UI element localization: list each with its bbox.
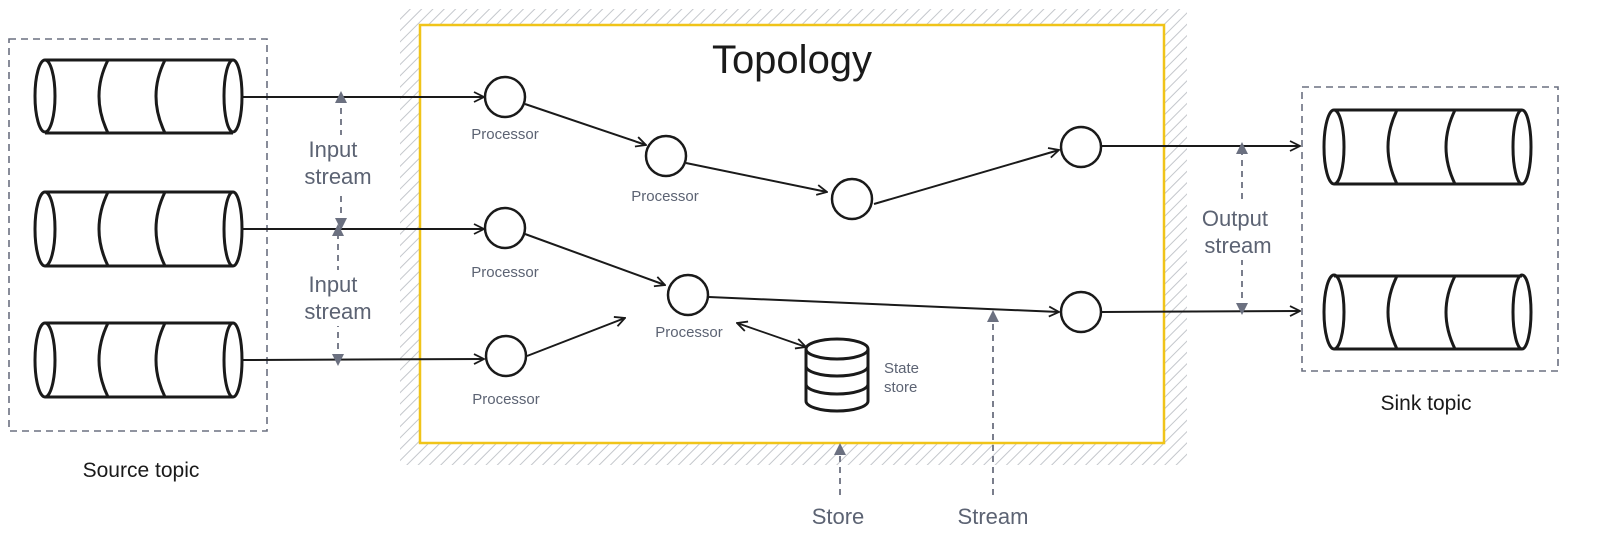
processor-node-3 xyxy=(484,334,528,378)
topology-title: Topology xyxy=(712,38,872,82)
processor-nodes xyxy=(483,75,1103,378)
input-stream-label-1-line-1: Input xyxy=(308,137,357,162)
processor-label-5: Processor xyxy=(655,324,723,341)
input-stream-label-2-line-2: stream xyxy=(304,299,371,324)
processor-label-1: Processor xyxy=(471,126,539,143)
input-stream-label-1-line-2: stream xyxy=(304,164,371,189)
store-label: Store xyxy=(812,504,865,529)
processor-node-2 xyxy=(483,206,527,250)
state-store-icon xyxy=(804,337,870,413)
processor-node-6 xyxy=(830,177,874,221)
state-store-label: State store xyxy=(884,360,923,396)
output-stream-label-line-1: Output xyxy=(1202,206,1268,231)
svg-text:Output stream: Output stream xyxy=(1202,206,1274,258)
sink-partition-2 xyxy=(1322,273,1533,351)
input-stream-label-2-line-1: Input xyxy=(308,272,357,297)
output-stream-label: Output stream xyxy=(1196,204,1282,260)
processor-node-8 xyxy=(1059,290,1103,334)
input-stream-label-2: Input stream xyxy=(304,270,378,326)
processor-node-5 xyxy=(666,273,710,317)
flow-arrows xyxy=(242,97,1300,360)
source-topic-box xyxy=(8,38,268,432)
source-topic-label: Source topic xyxy=(83,459,200,482)
processor-node-7 xyxy=(1059,125,1103,169)
processor-label-3: Processor xyxy=(472,391,540,408)
source-partition-1 xyxy=(33,58,244,135)
sink-partition-1 xyxy=(1322,108,1533,186)
sink-topic-label: Sink topic xyxy=(1380,392,1471,415)
sink-topic-box xyxy=(1301,86,1559,372)
svg-text:Input stream: Input stream xyxy=(304,137,371,189)
input-stream-label-1: Input stream xyxy=(304,135,378,191)
state-store-label-line-2: store xyxy=(884,379,917,396)
output-stream-label-line-2: stream xyxy=(1204,233,1271,258)
processor-node-1 xyxy=(483,75,527,119)
topology-frame xyxy=(400,9,1187,465)
processor-store-arrow xyxy=(737,323,806,347)
stream-label: Stream xyxy=(958,504,1029,529)
state-store-label-line-1: State xyxy=(884,360,919,377)
svg-text:Input stream: Input stream xyxy=(304,272,371,324)
processor-node-4 xyxy=(644,134,688,178)
processor-label-2: Processor xyxy=(471,264,539,281)
processor-label-4: Processor xyxy=(631,188,699,205)
source-partition-2 xyxy=(33,190,244,268)
source-partition-3 xyxy=(33,321,244,399)
